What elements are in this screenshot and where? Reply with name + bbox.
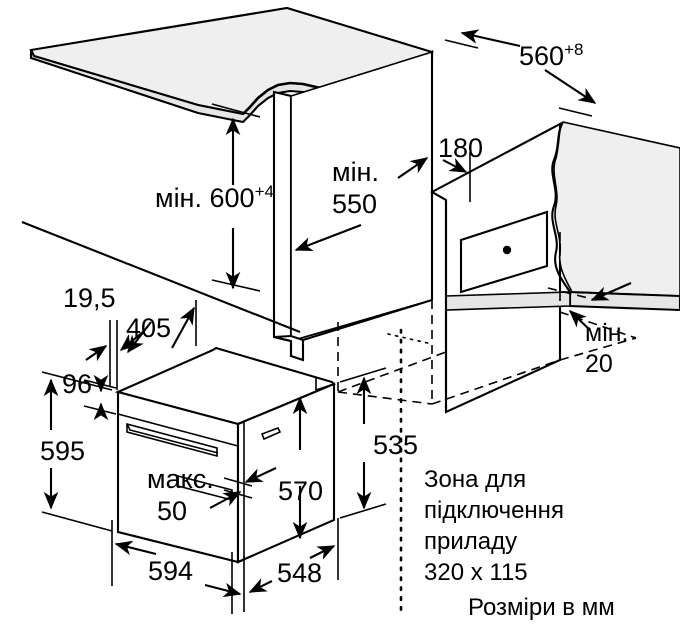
units-note: Розміри в мм (468, 594, 615, 621)
label-20-prefix: мін. (585, 319, 629, 347)
label-550-prefix: мін. (332, 157, 379, 187)
dimension-550: мін. 550 (294, 157, 379, 252)
label-405: 405 (126, 313, 171, 343)
rear-wall-assembly (429, 121, 680, 414)
label-max-prefix: макс. (147, 464, 214, 494)
dimension-548: 548 (243, 518, 339, 612)
dimension-180: 180 (397, 120, 483, 202)
note-line-2: підключення (424, 497, 564, 524)
dimension-535: 535 (339, 367, 418, 519)
label-550: 550 (332, 189, 377, 219)
connection-zone-note: Зона для підключення приладу 320 x 115 (424, 466, 564, 586)
dimension-96: 96 (62, 369, 117, 421)
oven-appliance (114, 346, 336, 564)
socket-marker (502, 245, 512, 255)
label-594: 594 (148, 556, 193, 586)
note-line-4: 320 x 115 (424, 559, 528, 586)
label-19-5: 19,5 (63, 283, 116, 313)
label-180: 180 (438, 133, 483, 163)
label-600: мін. 600+4 (155, 182, 274, 213)
cabinet-hidden-edges (337, 232, 680, 412)
note-line-3: приладу (424, 528, 517, 555)
label-535: 535 (373, 430, 418, 460)
left-wall-line (21, 221, 433, 342)
note-line-1: Зона для (424, 466, 526, 493)
label-595: 595 (40, 436, 85, 466)
dimension-600: мін. 600+4 (155, 103, 274, 292)
label-50: 50 (157, 496, 187, 526)
dimension-594: 594 (111, 520, 242, 614)
label-570: 570 (278, 476, 323, 506)
cabinet-niche (272, 50, 434, 362)
dimension-595: 595 (40, 371, 113, 532)
dimension-405: 405 (126, 300, 197, 354)
dimension-570: 570 (278, 396, 323, 540)
label-548: 548 (277, 558, 322, 588)
dimension-19-5: 19,5 (63, 283, 144, 390)
label-20: 20 (585, 350, 613, 378)
dimension-20: мін. 20 (547, 282, 632, 378)
connection-zone-hatch (459, 210, 549, 294)
dimension-560: 560+8 (444, 29, 597, 117)
dimension-max-50: макс. 50 (147, 464, 277, 526)
label-560: 560+8 (519, 40, 583, 71)
